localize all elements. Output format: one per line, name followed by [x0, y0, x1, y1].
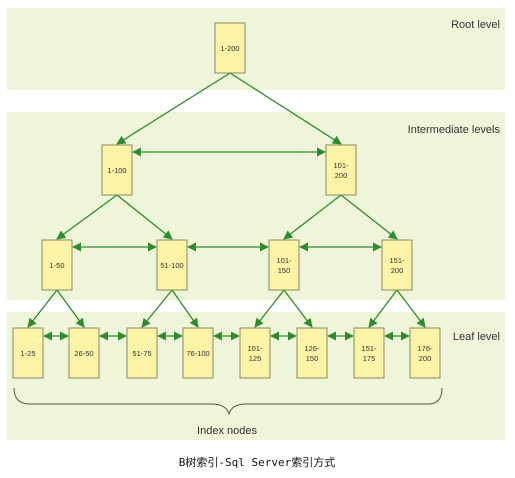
- tree-node: 176-200: [409, 327, 441, 379]
- tree-node: 1-100: [101, 144, 133, 196]
- tree-edge: [254, 289, 285, 328]
- node-box: [68, 327, 100, 379]
- edges: [27, 72, 426, 341]
- node-box: [325, 144, 357, 196]
- intermediate-levels-label: Intermediate levels: [408, 124, 501, 136]
- node-label: 1-100: [107, 166, 126, 175]
- tree-node: 101-200: [325, 144, 357, 196]
- node-box: [126, 327, 158, 379]
- node-label: 101-150: [276, 256, 292, 275]
- root-level-label: Root level: [451, 19, 500, 31]
- tree-node: 101-125: [239, 327, 271, 379]
- tree-edge: [283, 194, 342, 240]
- tree-node: 101-150: [268, 239, 300, 291]
- node-label: 1-25: [20, 349, 35, 358]
- tree-node: 76-100: [182, 327, 214, 379]
- tree-node: 151-200: [381, 239, 413, 291]
- tree-edge: [229, 72, 342, 145]
- node-box: [239, 327, 271, 379]
- node-box: [214, 22, 246, 74]
- node-label: 51-75: [132, 349, 151, 358]
- node-label: 176-200: [417, 344, 433, 363]
- intermediate-band: [7, 112, 505, 300]
- tree-edge: [340, 194, 398, 240]
- tree-edge: [27, 289, 58, 328]
- node-box: [381, 239, 413, 291]
- index-nodes-label: Index nodes: [197, 425, 257, 437]
- node-box: [353, 327, 385, 379]
- node-box: [101, 144, 133, 196]
- node-label: 101-125: [247, 344, 263, 363]
- tree-node: 151-175: [353, 327, 385, 379]
- tree-edge: [116, 72, 231, 145]
- index-nodes-brace: [13, 387, 443, 416]
- figure-caption: B树索引-Sql Server索引方式: [179, 455, 335, 469]
- node-box: [268, 239, 300, 291]
- node-box: [12, 327, 44, 379]
- node-label: 151-200: [389, 256, 405, 275]
- node-box: [409, 327, 441, 379]
- tree-edge: [116, 194, 173, 240]
- node-label: 1-200: [220, 44, 239, 53]
- node-box: [41, 239, 73, 291]
- node-label: 1-50: [49, 261, 64, 270]
- tree-node: 26-50: [68, 327, 100, 379]
- tree-node: 51-100: [156, 239, 188, 291]
- node-label: 76-100: [186, 349, 209, 358]
- nodes: 1-200 1-100 101-200 1-50 51-100 101-150 151-20…: [12, 22, 441, 379]
- tree-node: 51-75: [126, 327, 158, 379]
- leaf-level-label: Leaf level: [453, 331, 500, 343]
- tree-edge: [141, 289, 173, 328]
- tree-node: 1-25: [12, 327, 44, 379]
- tree-edge: [171, 289, 199, 328]
- node-box: [182, 327, 214, 379]
- tree-edge: [283, 289, 313, 328]
- node-box: [296, 327, 328, 379]
- node-label: 151-175: [361, 344, 377, 363]
- tree-edge: [56, 194, 118, 240]
- node-label: 26-50: [74, 349, 93, 358]
- tree-node: 126-150: [296, 327, 328, 379]
- tree-edge: [396, 289, 426, 328]
- tree-edge: [56, 289, 85, 328]
- node-box: [156, 239, 188, 291]
- root-band: [7, 8, 505, 90]
- tree-node: 1-50: [41, 239, 73, 291]
- tree-edge: [368, 289, 398, 328]
- tree-node: 1-200: [214, 22, 246, 74]
- node-label: 126-150: [304, 344, 320, 363]
- node-label: 51-100: [160, 261, 183, 270]
- node-label: 101-200: [333, 161, 349, 180]
